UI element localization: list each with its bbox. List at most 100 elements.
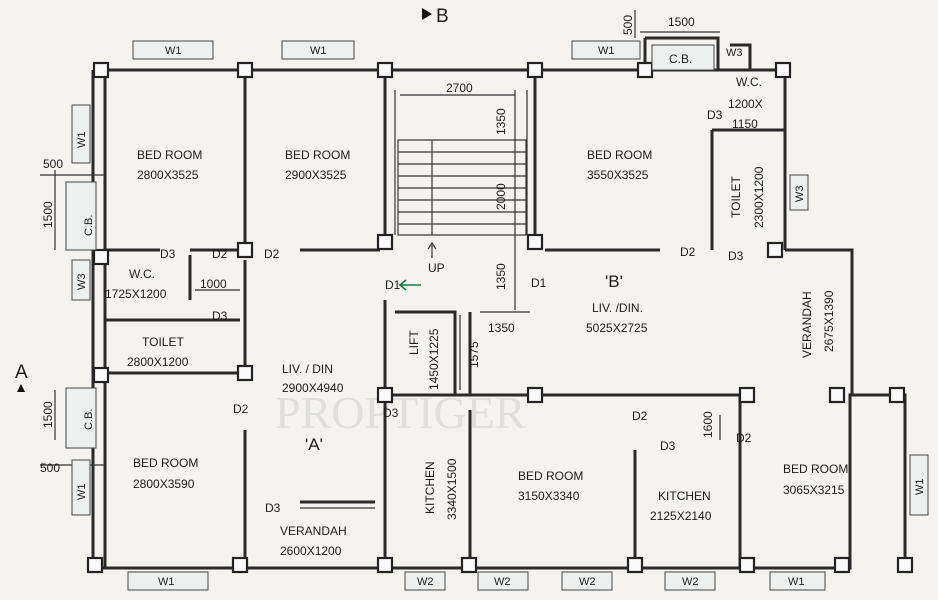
wc2-size2: 1150 [732,117,758,131]
columns [86,61,914,574]
bed5-name: BED ROOM [518,469,583,483]
bed2-name: BED ROOM [285,148,350,162]
wc2-size: 1200X [728,97,763,111]
interior-walls [105,70,785,568]
window-w1: W1 [788,576,805,588]
window-w1: W1 [310,45,327,57]
cupboard-labels: C.B. C.B. C.B. [83,52,692,430]
section-a-arrow [17,384,25,392]
cupboard-3: C.B. [669,52,692,66]
door-d3: D3 [383,406,399,420]
door-d2: D2 [632,409,648,423]
section-b-arrow [422,8,432,20]
door-d2: D2 [736,431,752,445]
section-a-label: A [15,362,28,383]
door-d3: D3 [728,249,744,263]
dim-1350: 1350 [494,108,508,135]
window-w1: W1 [914,479,926,496]
bed2-size: 2900X3525 [285,168,347,182]
bed5-size: 3150X3340 [518,489,580,503]
verandah1-name: VERANDAH [280,524,347,538]
kitchen2-size: 2125X2140 [650,509,712,523]
door-d2: D2 [233,402,249,416]
door-d3: D3 [265,501,281,515]
dim-500: 500 [621,15,635,35]
door-d3: D3 [660,439,676,453]
section-b-label: B [436,6,449,27]
toilet1-name: TOILET [142,335,184,349]
bed3-name: BED ROOM [587,148,652,162]
d1-arrow [398,279,421,291]
window-w3: W3 [76,274,88,291]
bed1-size: 2800X3525 [137,168,199,182]
window-w2: W2 [494,576,511,588]
lift-name: LIFT [407,330,421,355]
staircase [397,139,527,258]
door-d2: D2 [680,245,696,259]
door-d2: D2 [212,247,228,261]
window-w2: W2 [579,576,596,588]
window-w2: W2 [417,576,434,588]
windows [65,40,929,591]
toilet2-size: 2300X1200 [752,166,766,228]
door-d3: D3 [707,108,723,122]
window-w3: W3 [794,186,806,203]
kitchen2-name: KITCHEN [658,489,711,503]
flat-a-label: 'A' [305,435,323,454]
dim-1500: 1500 [41,201,55,228]
liv-a-name: LIV. / DIN [282,362,333,376]
dim-2000: 2000 [494,183,508,210]
window-w1: W1 [158,576,175,588]
door-d2: D2 [264,247,280,261]
bed6-size: 3065X3215 [783,483,845,497]
toilet2-name: TOILET [729,176,743,218]
door-d1: D1 [385,278,401,292]
bed4-size: 2800X3590 [133,477,195,491]
window-w1: W1 [76,484,88,501]
wc2-name: W.C. [736,75,762,89]
dim-1575: 1575 [467,341,481,368]
kitchen1-name: KITCHEN [423,461,437,514]
dim-1500: 1500 [41,401,55,428]
kitchen1-size: 3340X1500 [445,458,459,520]
window-w1: W1 [598,45,615,57]
bed6-name: BED ROOM [783,462,848,476]
window-w2: W2 [682,576,699,588]
stair-up-label: UP [428,261,445,275]
dim-500: 500 [43,157,63,171]
cupboard-2: C.B. [83,409,95,430]
dim-1350: 1350 [494,263,508,290]
window-w3: W3 [726,47,743,59]
verandah1-size: 2600X1200 [280,544,342,558]
door-labels: D3 D2 D2 D3 D2 D3 D1 D3 D1 D2 D3 D2 D3 D… [160,108,752,515]
door-d3: D3 [160,247,176,261]
window-labels: W1 W1 W1 W3 W1 W3 W1 W3 W1 W1 W2 W2 W2 W… [76,45,926,588]
dim-1000: 1000 [200,277,227,291]
dim-1600: 1600 [701,411,715,438]
flat-b-label: 'B' [605,272,623,291]
verandah2-name: VERANDAH [800,291,814,358]
wc1-size: 1725X1200 [105,287,167,301]
dim-1350: 1350 [488,321,515,335]
wc1-name: W.C. [129,267,155,281]
door-d3: D3 [212,309,228,323]
verandah2-size: 2675X1390 [822,290,836,352]
dim-1500: 1500 [668,15,695,29]
lift-size: 1450X1225 [427,328,441,390]
liv-b-size: 5025X2725 [586,321,648,335]
room-labels: BED ROOM 2800X3525 BED ROOM 2900X3525 BE… [105,75,848,558]
bed3-size: 3550X3525 [587,168,649,182]
window-w1: W1 [165,45,182,57]
liv-b-name: LIV. /DIN. [592,301,643,315]
cupboard-1: C.B. [83,215,95,236]
liv-a-size: 2900X4940 [282,381,344,395]
toilet1-size: 2800X1200 [127,355,189,369]
dimension-labels: 2700 1350 2000 1350 1350 1575 1000 500 1… [40,15,715,475]
bed4-name: BED ROOM [133,456,198,470]
door-d1: D1 [531,276,547,290]
dim-2700: 2700 [446,81,473,95]
window-w1: W1 [76,132,88,149]
bed1-name: BED ROOM [137,148,202,162]
dim-500: 500 [40,461,60,475]
